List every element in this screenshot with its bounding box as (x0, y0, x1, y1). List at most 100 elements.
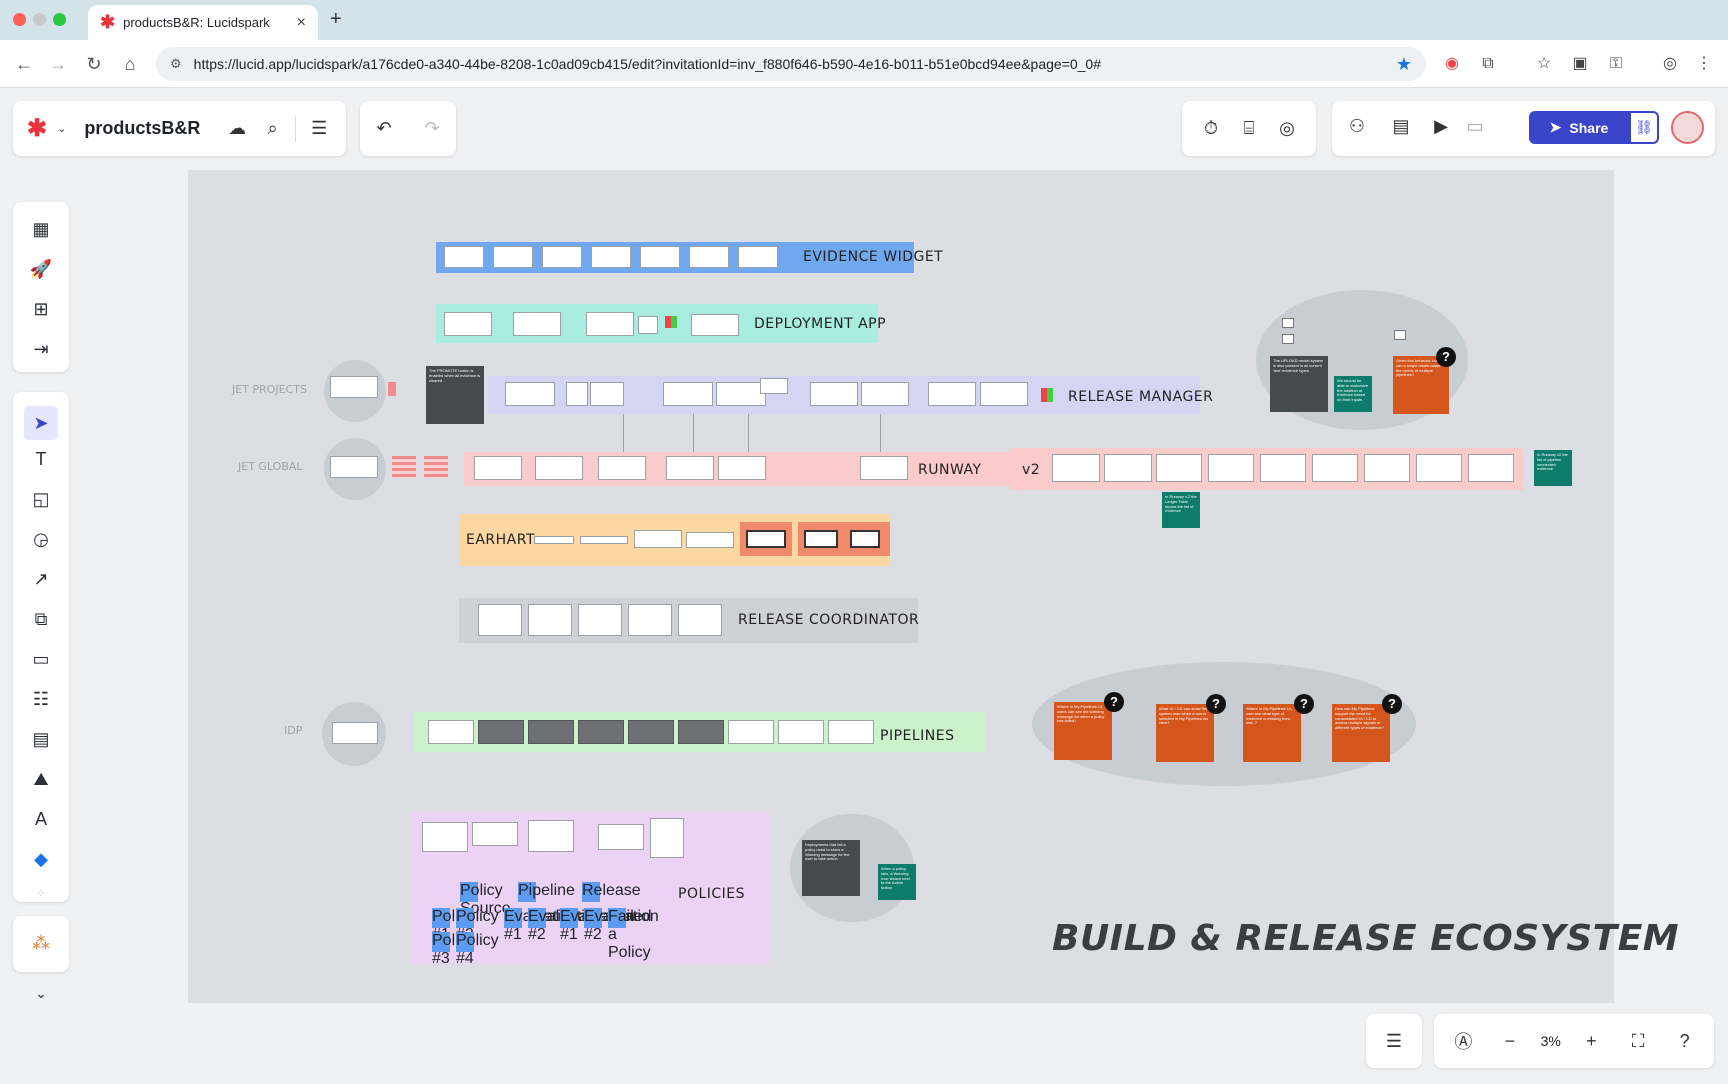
screen-thumbnail[interactable] (534, 536, 574, 544)
screen-thumbnail[interactable] (850, 530, 880, 548)
screen-thumbnail[interactable] (566, 382, 588, 406)
screen-thumbnail[interactable] (691, 314, 739, 336)
document-icon[interactable]: ▤ (32, 729, 50, 749)
search-icon[interactable]: ⌕ (267, 118, 278, 138)
passwords-key-icon[interactable]: ⚿ (1609, 55, 1623, 72)
screen-thumbnail[interactable] (528, 720, 574, 744)
screen-thumbnail[interactable] (528, 820, 574, 852)
screen-thumbnail[interactable] (478, 604, 522, 636)
policy-box[interactable]: Release (582, 882, 641, 902)
screen-thumbnail[interactable] (634, 530, 682, 548)
screen-thumbnail[interactable] (586, 312, 634, 336)
policy-box[interactable]: Policy #4 (456, 932, 499, 967)
screen-thumbnail[interactable] (663, 382, 713, 406)
v2-note[interactable]: In Runway v2 the list of pipeline connec… (1534, 450, 1572, 486)
integrations-icon[interactable]: ◆ (34, 849, 48, 869)
screen-thumbnail[interactable] (1156, 454, 1202, 482)
screen-thumbnail[interactable] (1260, 454, 1306, 482)
screen-thumbnail[interactable] (738, 246, 778, 268)
screen-thumbnail[interactable] (638, 316, 658, 334)
screen-thumbnail[interactable] (689, 246, 729, 268)
screen-thumbnail[interactable] (861, 382, 909, 406)
screen-thumbnail[interactable] (1208, 454, 1254, 482)
screen-thumbnail[interactable] (444, 312, 492, 336)
select-icon[interactable]: ➤ (24, 406, 58, 440)
screen-thumbnail[interactable] (474, 456, 522, 480)
bookmark-star-icon[interactable]: ★ (1395, 53, 1412, 74)
avatar[interactable] (1671, 111, 1704, 144)
cloud-saved-icon[interactable]: ☁ (228, 118, 247, 138)
screen-thumbnail[interactable] (746, 530, 786, 548)
add-page-icon[interactable]: ⊞ (33, 299, 49, 319)
policy-box[interactable]: Policy #2 (456, 908, 499, 943)
screen-thumbnail[interactable] (580, 536, 628, 544)
list-icon[interactable]: ☰ (1385, 1030, 1403, 1051)
screen-thumbnail[interactable] (472, 822, 518, 846)
lucid-logo-icon[interactable]: ✱ (27, 115, 48, 142)
screen-thumbnail[interactable] (860, 456, 908, 480)
screen-thumbnail[interactable] (332, 722, 378, 744)
screen-thumbnail[interactable] (1312, 454, 1358, 482)
question-note[interactable]: Where in My Pipelines UI, users can see … (1054, 702, 1112, 760)
screen-thumbnail[interactable] (640, 246, 680, 268)
screen-thumbnail[interactable] (778, 720, 824, 744)
screen-thumbnail[interactable] (650, 818, 684, 858)
policy-warning-note[interactable]: When a policy fails, a Warning icon show… (878, 864, 916, 900)
maximize-window-icon[interactable] (53, 13, 66, 26)
site-settings-icon[interactable]: ⚙ (170, 56, 182, 71)
promote-note[interactable]: The PROMOTE button is enabled when all e… (426, 366, 484, 424)
extensions-puzzle-icon[interactable]: ⧉ (1482, 55, 1494, 72)
screen-thumbnail[interactable] (678, 604, 722, 636)
runway-note[interactable]: In Runway v.2 the Ledger Table shows the… (1162, 492, 1200, 528)
note-stack[interactable] (392, 456, 416, 478)
screen-thumbnail[interactable] (628, 720, 674, 744)
screen-thumbnail[interactable] (513, 312, 561, 336)
fit-to-screen-icon[interactable]: ⛶ (1631, 1030, 1645, 1051)
screen-thumbnail[interactable] (578, 720, 624, 744)
screen-thumbnail[interactable] (428, 720, 474, 744)
screen-thumbnail[interactable] (1416, 454, 1462, 482)
note-stack[interactable] (424, 456, 448, 478)
screen-thumbnail[interactable] (330, 456, 378, 478)
line-icon[interactable]: ↗ (33, 569, 49, 589)
screen-thumbnail[interactable] (678, 720, 724, 744)
timer-icon[interactable]: ⏱ (1203, 118, 1219, 138)
draw-icon[interactable]: A (34, 809, 47, 829)
container-icon[interactable]: ▭ (32, 649, 50, 669)
present-icon[interactable]: ▶ (1434, 116, 1448, 136)
video-icon[interactable]: ▭ (1466, 116, 1484, 136)
favorites-icon[interactable]: ☆ (1536, 55, 1552, 72)
forward-icon[interactable]: → (49, 54, 67, 74)
document-title[interactable]: productsB&R (84, 118, 201, 138)
zoom-out-icon[interactable]: − (1504, 1030, 1516, 1051)
back-icon[interactable]: ← (15, 54, 33, 74)
share-button[interactable]: ➤ Share (1529, 111, 1629, 144)
deployments-note[interactable]: Deployments that fail a policy need to s… (802, 840, 860, 896)
collaborators-icon[interactable]: ⚇ (1348, 116, 1366, 136)
screen-thumbnail[interactable] (928, 382, 976, 406)
undo-icon[interactable]: ↶ (376, 118, 392, 138)
home-icon[interactable]: ⌂ (124, 54, 136, 74)
board-canvas[interactable]: EVIDENCE WIDGET DEPLOYMENT APP JET PROJE… (188, 170, 1614, 1003)
text-icon[interactable]: T (35, 449, 47, 469)
policy-box[interactable]: Evaluation #1 (560, 908, 635, 943)
screen-thumbnail[interactable] (535, 456, 583, 480)
screen-thumbnail[interactable] (598, 456, 646, 480)
policy-box[interactable]: Failed a Policy (608, 908, 652, 961)
question-note[interactable]: What UI / CD can show the system user wh… (1156, 704, 1214, 762)
browser-tab[interactable]: ✱ productsB&R: Lucidspark × (88, 5, 318, 40)
screen-thumbnail[interactable] (493, 246, 533, 268)
screen-thumbnail[interactable] (760, 378, 788, 394)
policy-box[interactable]: Policy #3 (432, 932, 475, 967)
board-title[interactable]: BUILD & RELEASE ECOSYSTEM (1052, 918, 1680, 959)
chevron-down-icon[interactable]: ⌄ (57, 123, 67, 135)
policy-box[interactable]: Evaluation #2 (584, 908, 659, 943)
browser-menu-icon[interactable]: ⋮ (1696, 55, 1712, 72)
help-icon[interactable]: ? (1679, 1030, 1690, 1051)
screen-thumbnail[interactable] (528, 604, 572, 636)
policy-box[interactable]: Evaluation #1 (504, 908, 579, 943)
question-note[interactable]: How can My Pipelines support the need fo… (1332, 704, 1390, 762)
screen-thumbnail[interactable] (804, 530, 838, 548)
comments-icon[interactable]: ▤ (1392, 116, 1410, 136)
more-tools-icon[interactable]: ⁘ (35, 886, 47, 900)
